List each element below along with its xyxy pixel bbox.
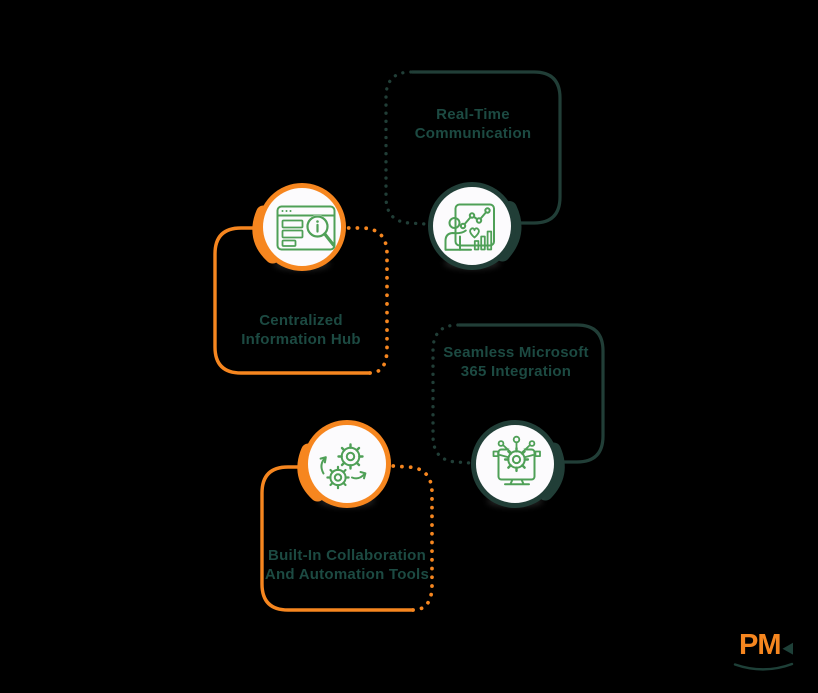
card-title-seamless-microsoft-365-integration: Seamless Microsoft 365 Integration [429,343,603,381]
card-real-time-communication [384,70,562,270]
presentation-chart-icon [444,203,495,251]
card-title-centralized-information-hub: Centralized Information Hub [215,311,387,349]
card-title-line: Communication [414,125,532,142]
card-title-line: Built-In Collaboration [268,547,426,564]
card-border-solid [213,226,370,375]
card-title-line: Real-Time [436,106,510,123]
card-border-dotted [384,70,427,226]
card-title-line: Seamless Microsoft [443,344,589,361]
card-border-solid [260,465,413,612]
card-title-built-in-collaboration-automation: Built-In Collaboration And Automation To… [257,546,437,584]
pm-logo-mark [733,642,794,671]
icon-circle [428,182,516,270]
logo-arrow-icon [782,642,793,655]
card-border-solid [459,323,605,464]
card-title-line: Centralized [259,312,343,329]
monitor-integration-icon [492,435,541,486]
logo-text: PM [739,629,781,661]
logo-swoosh-icon [733,662,794,671]
card-title-line: And Automation Tools [264,566,430,583]
card-centralized-information-hub [213,183,389,375]
card-border-solid [412,70,562,225]
card-border-dotted [346,226,389,375]
card-built-in-collaboration-automation [260,420,434,612]
card-title-real-time-communication: Real-Time Communication [386,105,560,143]
card-border-dotted [391,464,434,612]
card-title-line: 365 Integration [460,363,572,380]
card-title-line: Information Hub [241,331,361,348]
pm-logo: PM [726,629,818,689]
card-seamless-microsoft-365-integration [431,323,605,508]
gears-automation-icon [319,443,367,490]
browser-search-icon [276,205,336,251]
